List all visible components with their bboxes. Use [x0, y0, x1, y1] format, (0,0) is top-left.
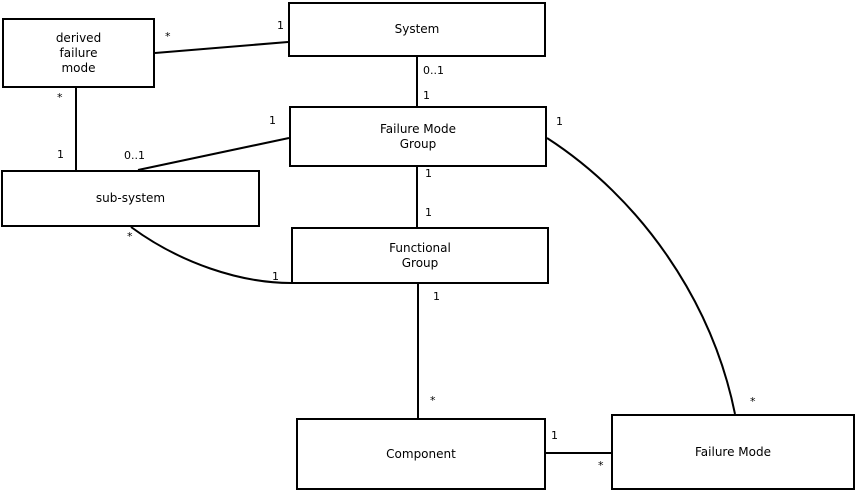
association-sub-system--failure-mode-group — [137, 137, 290, 171]
class-name-label: System — [394, 22, 440, 36]
multiplicity-label-m-dfm-system-star: * — [165, 30, 171, 43]
multiplicity-label-m-fm-comp-star: * — [598, 459, 604, 472]
class-name-label: Component — [386, 446, 456, 461]
association-derived-failure-mode--system — [154, 41, 289, 54]
class-box-component[interactable]: Component — [296, 418, 546, 490]
multiplicity-label-m-comp-fm-one: 1 — [551, 429, 558, 442]
class-name-label: Failure Mode — [695, 444, 771, 459]
class-box-failure-mode-group[interactable]: Failure Mode Group — [289, 106, 547, 167]
class-name-label: sub-system — [95, 191, 166, 205]
multiplicity-label-m-subsys-fg-star: * — [127, 230, 133, 243]
multiplicity-label-m-fm-fmg-star: * — [750, 395, 756, 408]
association-sub-system--functional-group — [130, 226, 292, 284]
class-box-derived-failure-mode[interactable]: derived failure mode — [2, 18, 155, 88]
class-name-label: Failure Mode Group — [380, 121, 456, 151]
association-failure-mode-group--failure-mode — [546, 137, 736, 415]
multiplicity-label-m-dfm-subsys-star: * — [57, 91, 63, 104]
class-box-functional-group[interactable]: Functional Group — [291, 227, 549, 284]
multiplicity-label-m-system-fmg-zeroone: 0..1 — [423, 64, 444, 77]
multiplicity-label-m-fmg-system-one: 1 — [423, 89, 430, 102]
class-box-failure-mode[interactable]: Failure Mode — [611, 414, 855, 490]
multiplicity-label-m-fmg-fg-one: 1 — [425, 167, 432, 180]
class-name-label: Functional Group — [389, 240, 451, 270]
multiplicity-label-m-fg-fmg-one: 1 — [425, 206, 432, 219]
class-box-system[interactable]: System — [288, 2, 546, 57]
class-box-sub-system[interactable]: sub-system — [1, 170, 260, 227]
multiplicity-label-m-comp-fg-star: * — [430, 394, 436, 407]
multiplicity-label-m-subsys-fmg-zeroone: 0..1 — [124, 149, 145, 162]
multiplicity-label-m-subsys-dfm-one: 1 — [57, 148, 64, 161]
multiplicity-label-m-fmg-fm-one: 1 — [556, 115, 563, 128]
multiplicity-label-m-fg-comp-one: 1 — [433, 290, 440, 303]
class-name-label: derived failure mode — [55, 30, 102, 75]
multiplicity-label-m-fmg-subsys-one: 1 — [269, 114, 276, 127]
multiplicity-label-m-fg-subsys-one: 1 — [272, 270, 279, 283]
multiplicity-label-m-system-dfm-one: 1 — [277, 19, 284, 32]
